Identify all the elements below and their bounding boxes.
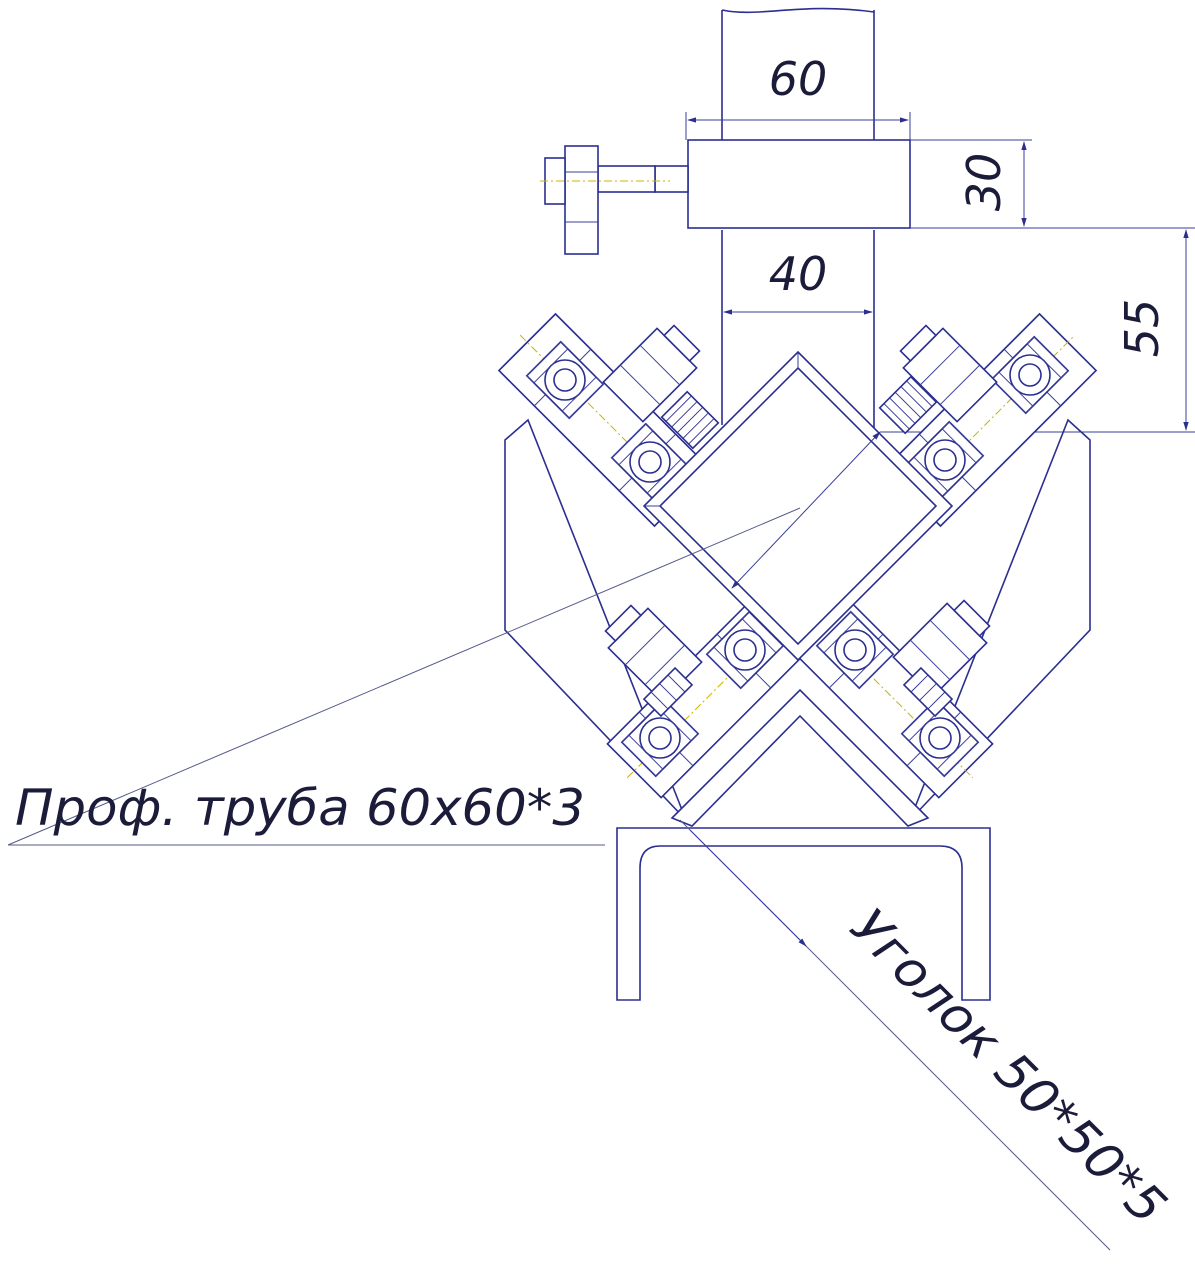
dimension-40-text: 40: [769, 247, 828, 301]
angle-profile: [670, 688, 930, 827]
angle-leader: [679, 819, 1111, 1251]
dimension-30-text: 30: [957, 153, 1011, 212]
tube-leader: [7, 431, 881, 846]
dimension-60: 60: [685, 52, 911, 140]
dimension-40: 40: [723, 247, 873, 315]
channel-profile: [616, 827, 991, 1001]
roller-assembly-top-left: [497, 312, 720, 528]
dimension-55-text: 55: [1115, 299, 1169, 358]
dimension-60-text: 60: [769, 52, 828, 106]
tube-label: Проф. труба 60х60*3: [15, 779, 585, 837]
clamp-bolt: [540, 145, 689, 255]
roller-assembly-top-right: [878, 312, 1098, 528]
dimension-30: 30: [910, 139, 1032, 229]
angle-label: Уголок 50*50*5: [840, 897, 1178, 1235]
clamp-block: [687, 139, 911, 229]
dimension-55: 55: [880, 227, 1195, 433]
